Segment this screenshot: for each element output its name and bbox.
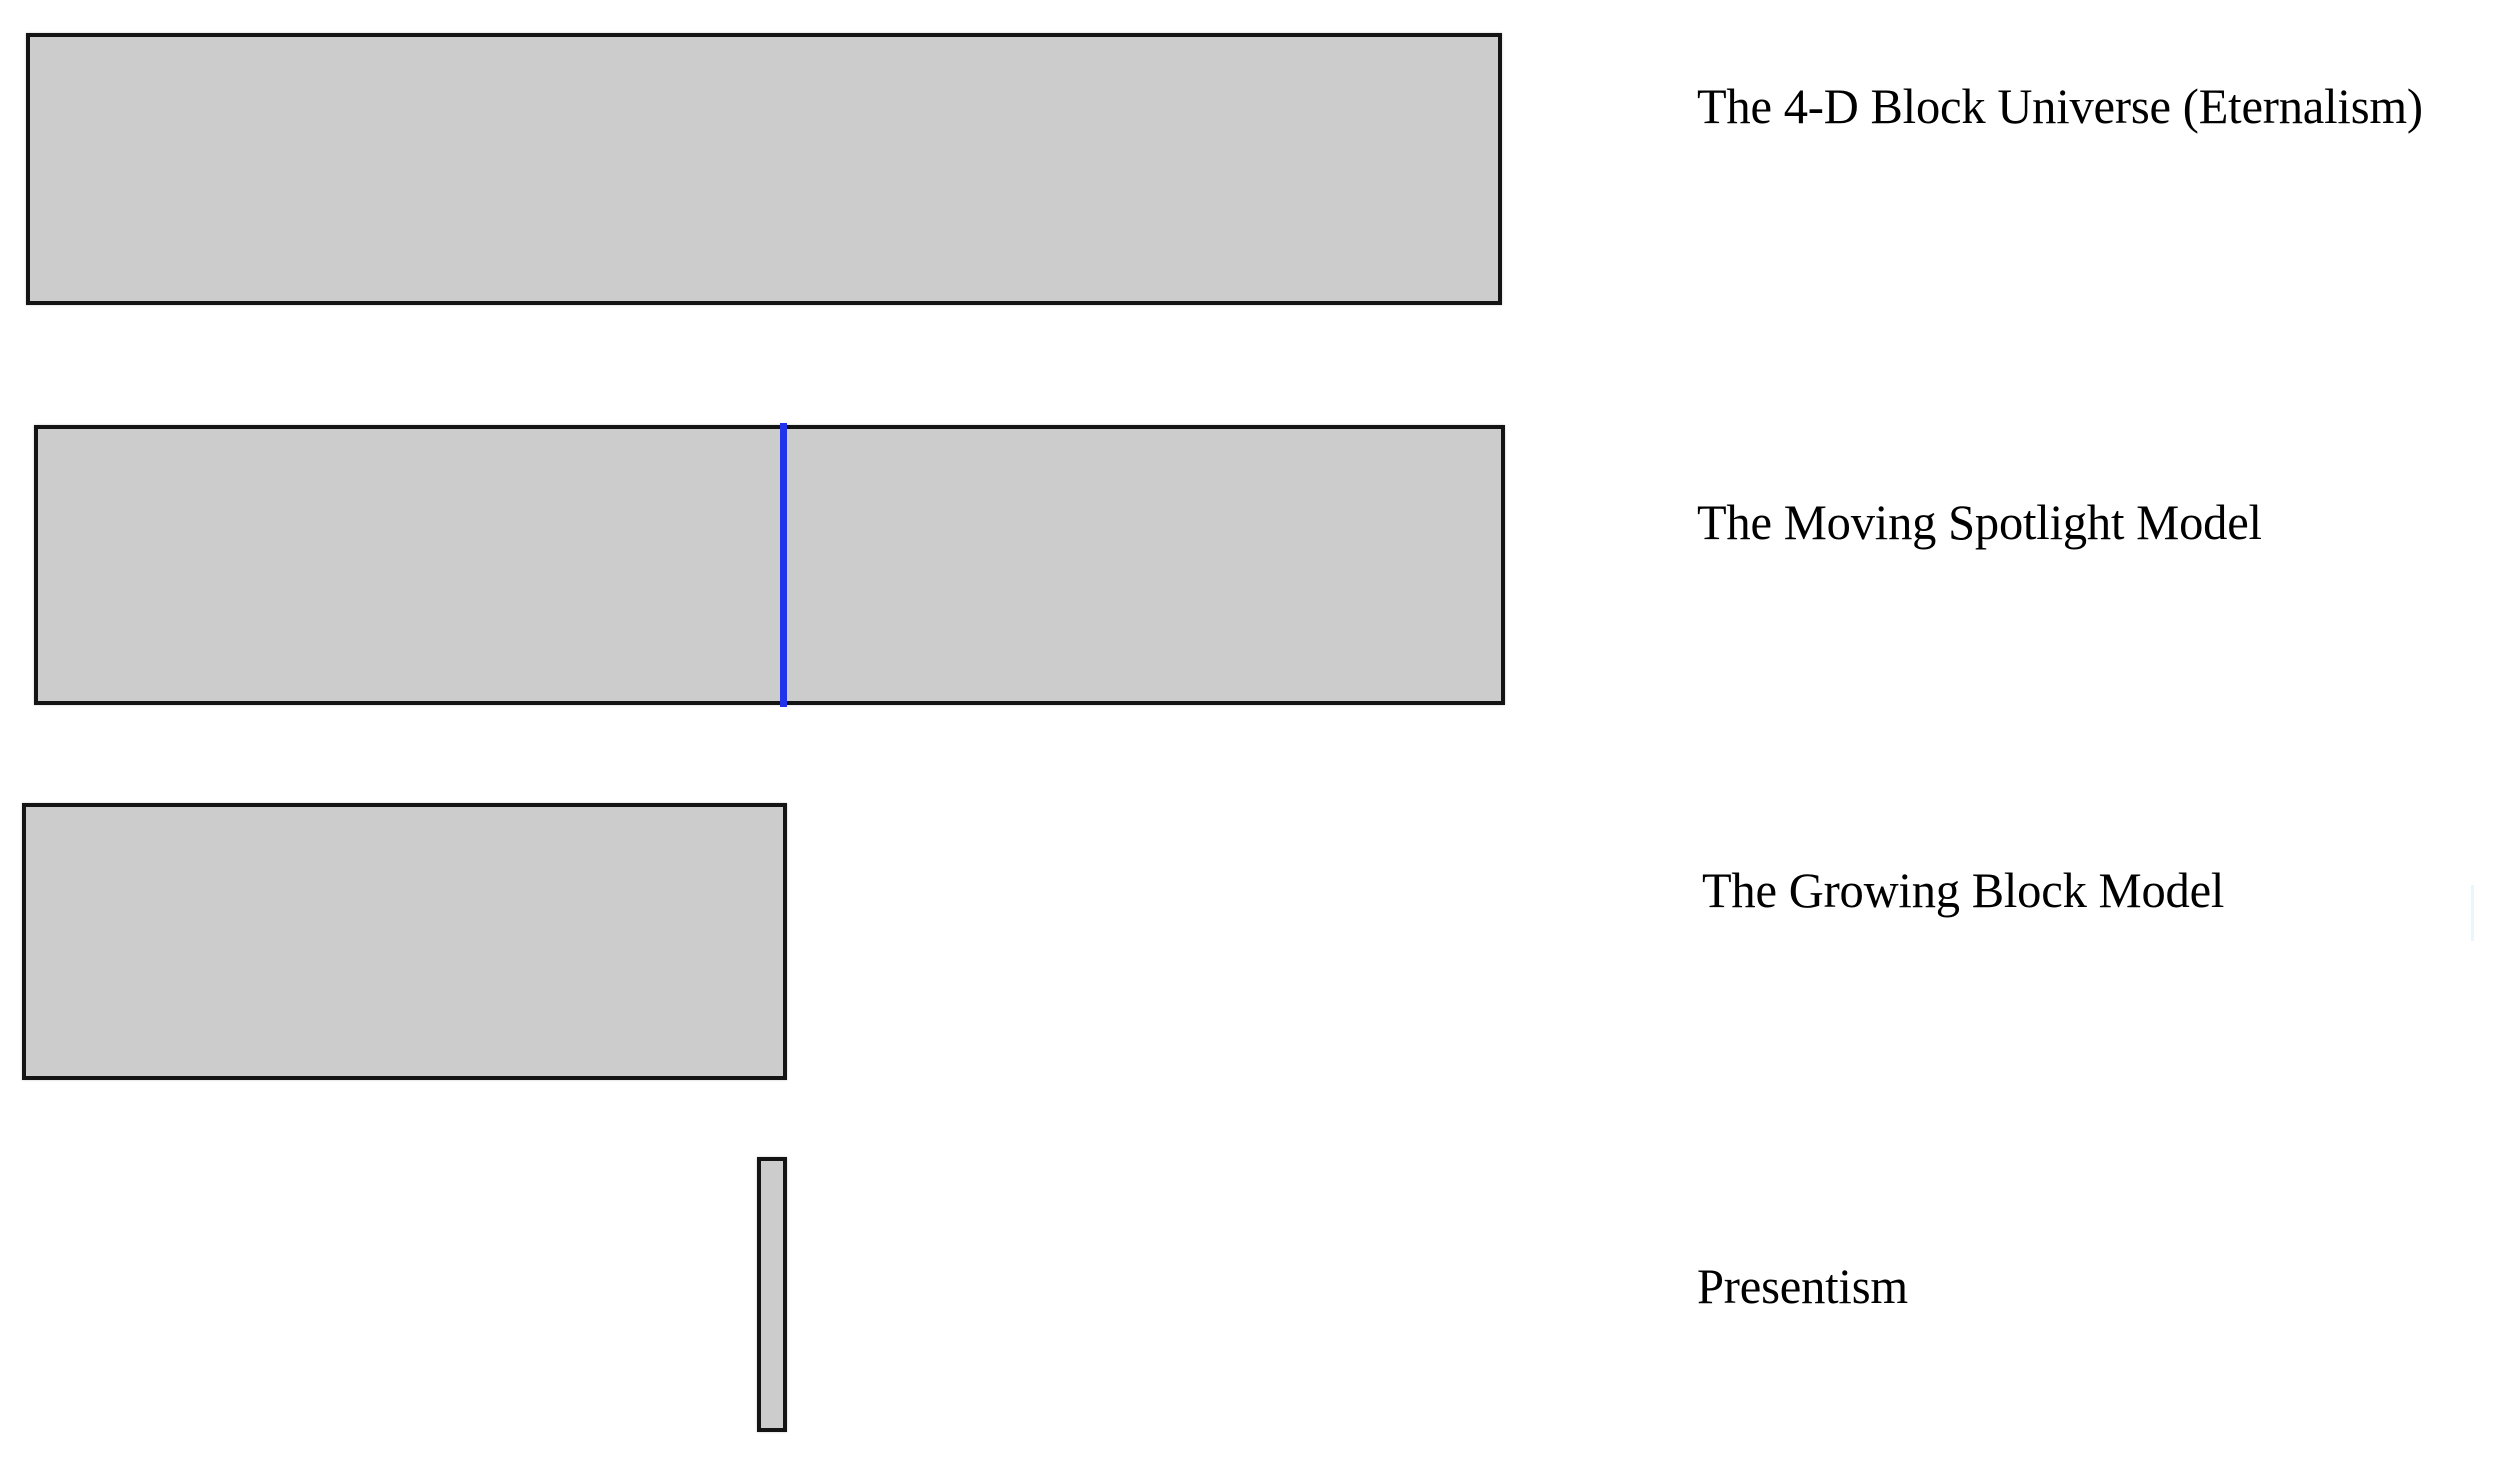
scan-artifact-line — [2471, 885, 2474, 941]
time-block-eternalism — [26, 33, 1502, 305]
time-block-presentism — [757, 1157, 787, 1432]
time-block-label-eternalism: The 4-D Block Universe (Eternalism) — [1697, 78, 2423, 134]
time-block-moving-spotlight — [34, 425, 1505, 705]
time-block-label-growing-block: The Growing Block Model — [1702, 862, 2225, 918]
time-block-growing-block — [22, 803, 787, 1080]
time-block-label-moving-spotlight: The Moving Spotlight Model — [1697, 494, 2262, 550]
present-moment-spotlight-marker — [780, 423, 787, 707]
time-block-label-presentism: Presentism — [1697, 1258, 1908, 1314]
